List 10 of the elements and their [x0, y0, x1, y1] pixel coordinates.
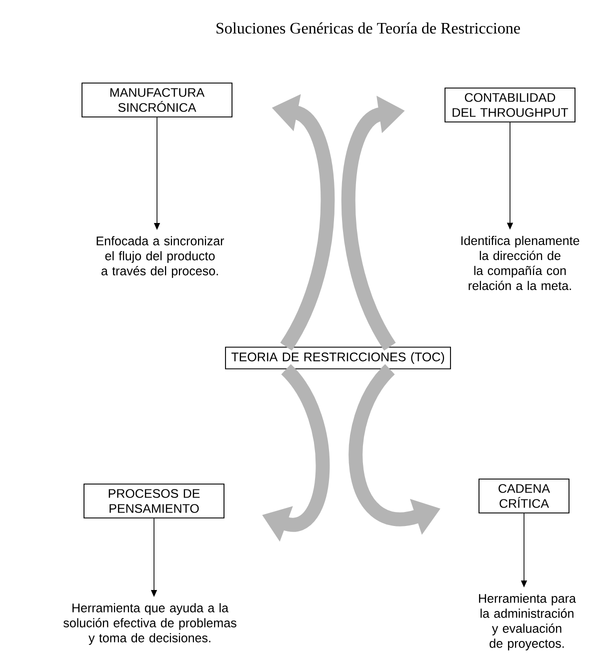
description-text: Enfocada a sincronizar el flujo del producto a través del proceso.: [96, 236, 224, 278]
process-box: MANUFACTURA SINCRÓNICA: [82, 82, 232, 118]
description-text: Herramienta para la administración y evaluación de proyectos.: [479, 594, 576, 650]
title: Soluciones Genéricas de Teoría de Restriccione: [216, 22, 520, 34]
description-text: Herramienta que ayuda a la solución efectiva de problemas y toma de decisiones.: [64, 603, 236, 645]
process-box: TEORIA DE RESTRICCIONES (TOC): [225, 346, 451, 370]
process-box: CONTABILIDAD DEL THROUGHPUT: [444, 88, 576, 122]
process-box: PROCESOS DE PENSAMIENTO: [84, 484, 224, 518]
description-text: Identifica plenamente la dirección de la compañía con relación a la meta.: [461, 236, 580, 290]
process-box: CADENA CRÍTICA: [478, 478, 570, 514]
